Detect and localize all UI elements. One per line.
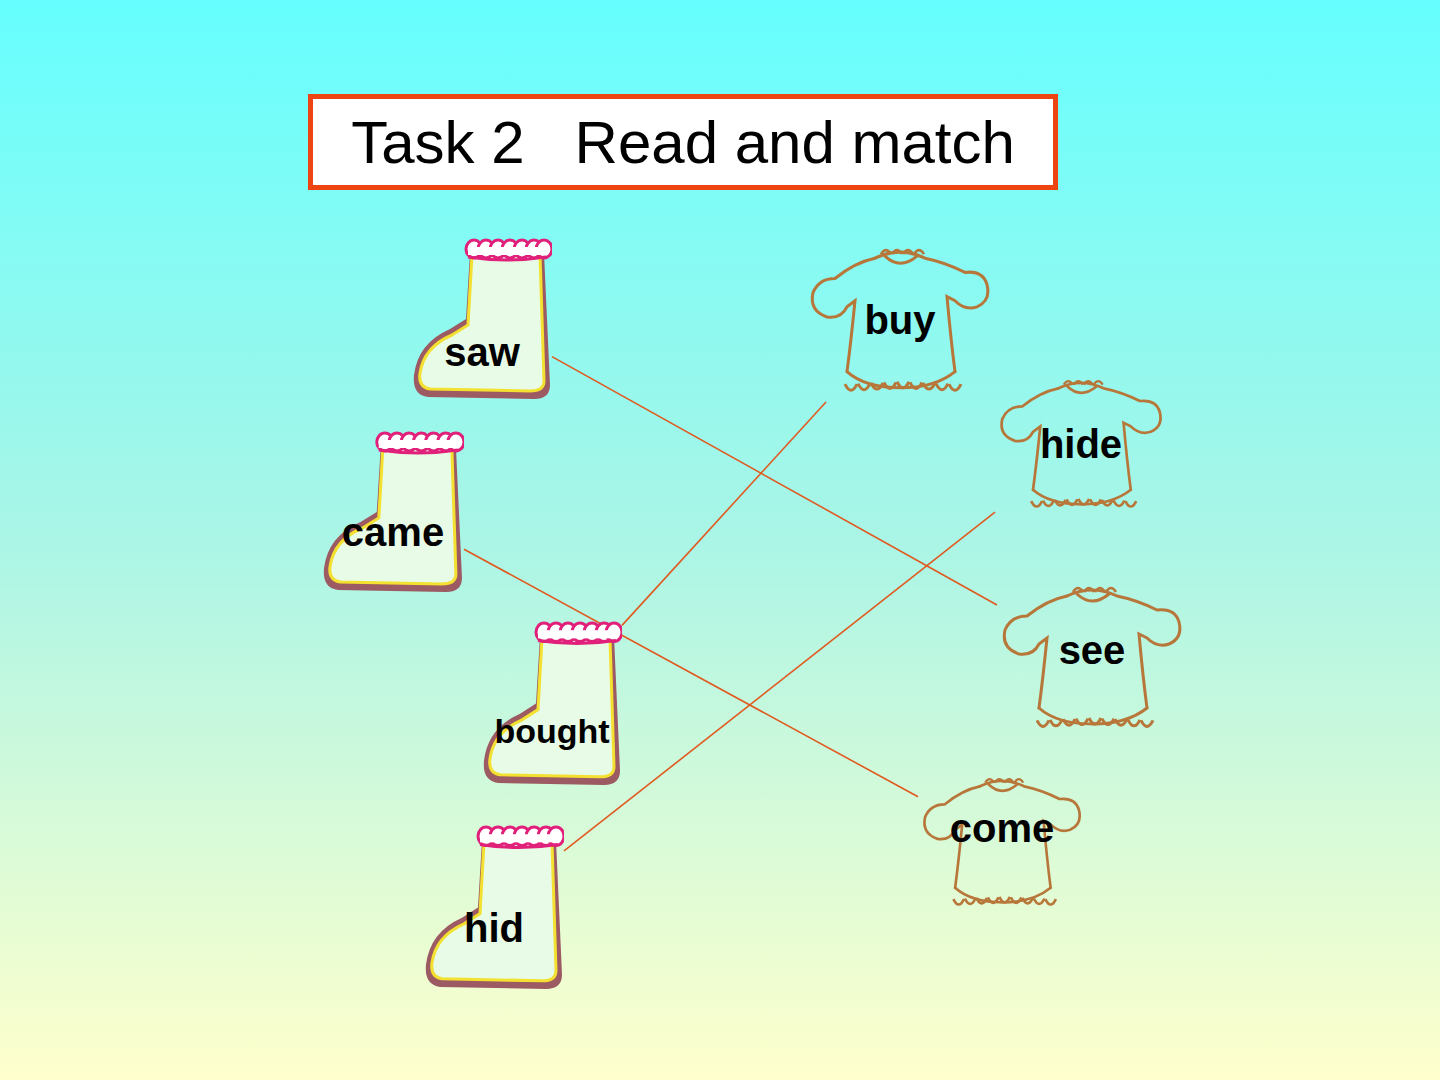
word-label: bought [482,712,622,751]
title-box: Task 2 Read and match [308,94,1058,190]
word-label: saw [412,330,552,375]
boot-card: saw [412,235,552,400]
word-label: come [918,806,1086,851]
shirt-card: buy [805,240,995,402]
shirt-card: hide [995,372,1167,517]
shirt-card: see [997,578,1187,738]
shirt-card: come [918,770,1086,915]
match-line [464,549,918,797]
match-line [622,402,826,625]
boot-card: came [322,428,464,593]
word-label: hid [424,906,564,951]
word-label: came [322,510,464,555]
match-line [552,357,997,605]
boot-card: hid [424,822,564,990]
match-line [564,512,995,851]
word-label: buy [805,298,995,343]
word-label: hide [995,422,1167,467]
word-label: see [997,628,1187,673]
boot-shape [482,618,622,786]
boot-shape [412,235,552,400]
boot-card: bought [482,618,622,786]
title: Task 2 Read and match [351,108,1015,177]
